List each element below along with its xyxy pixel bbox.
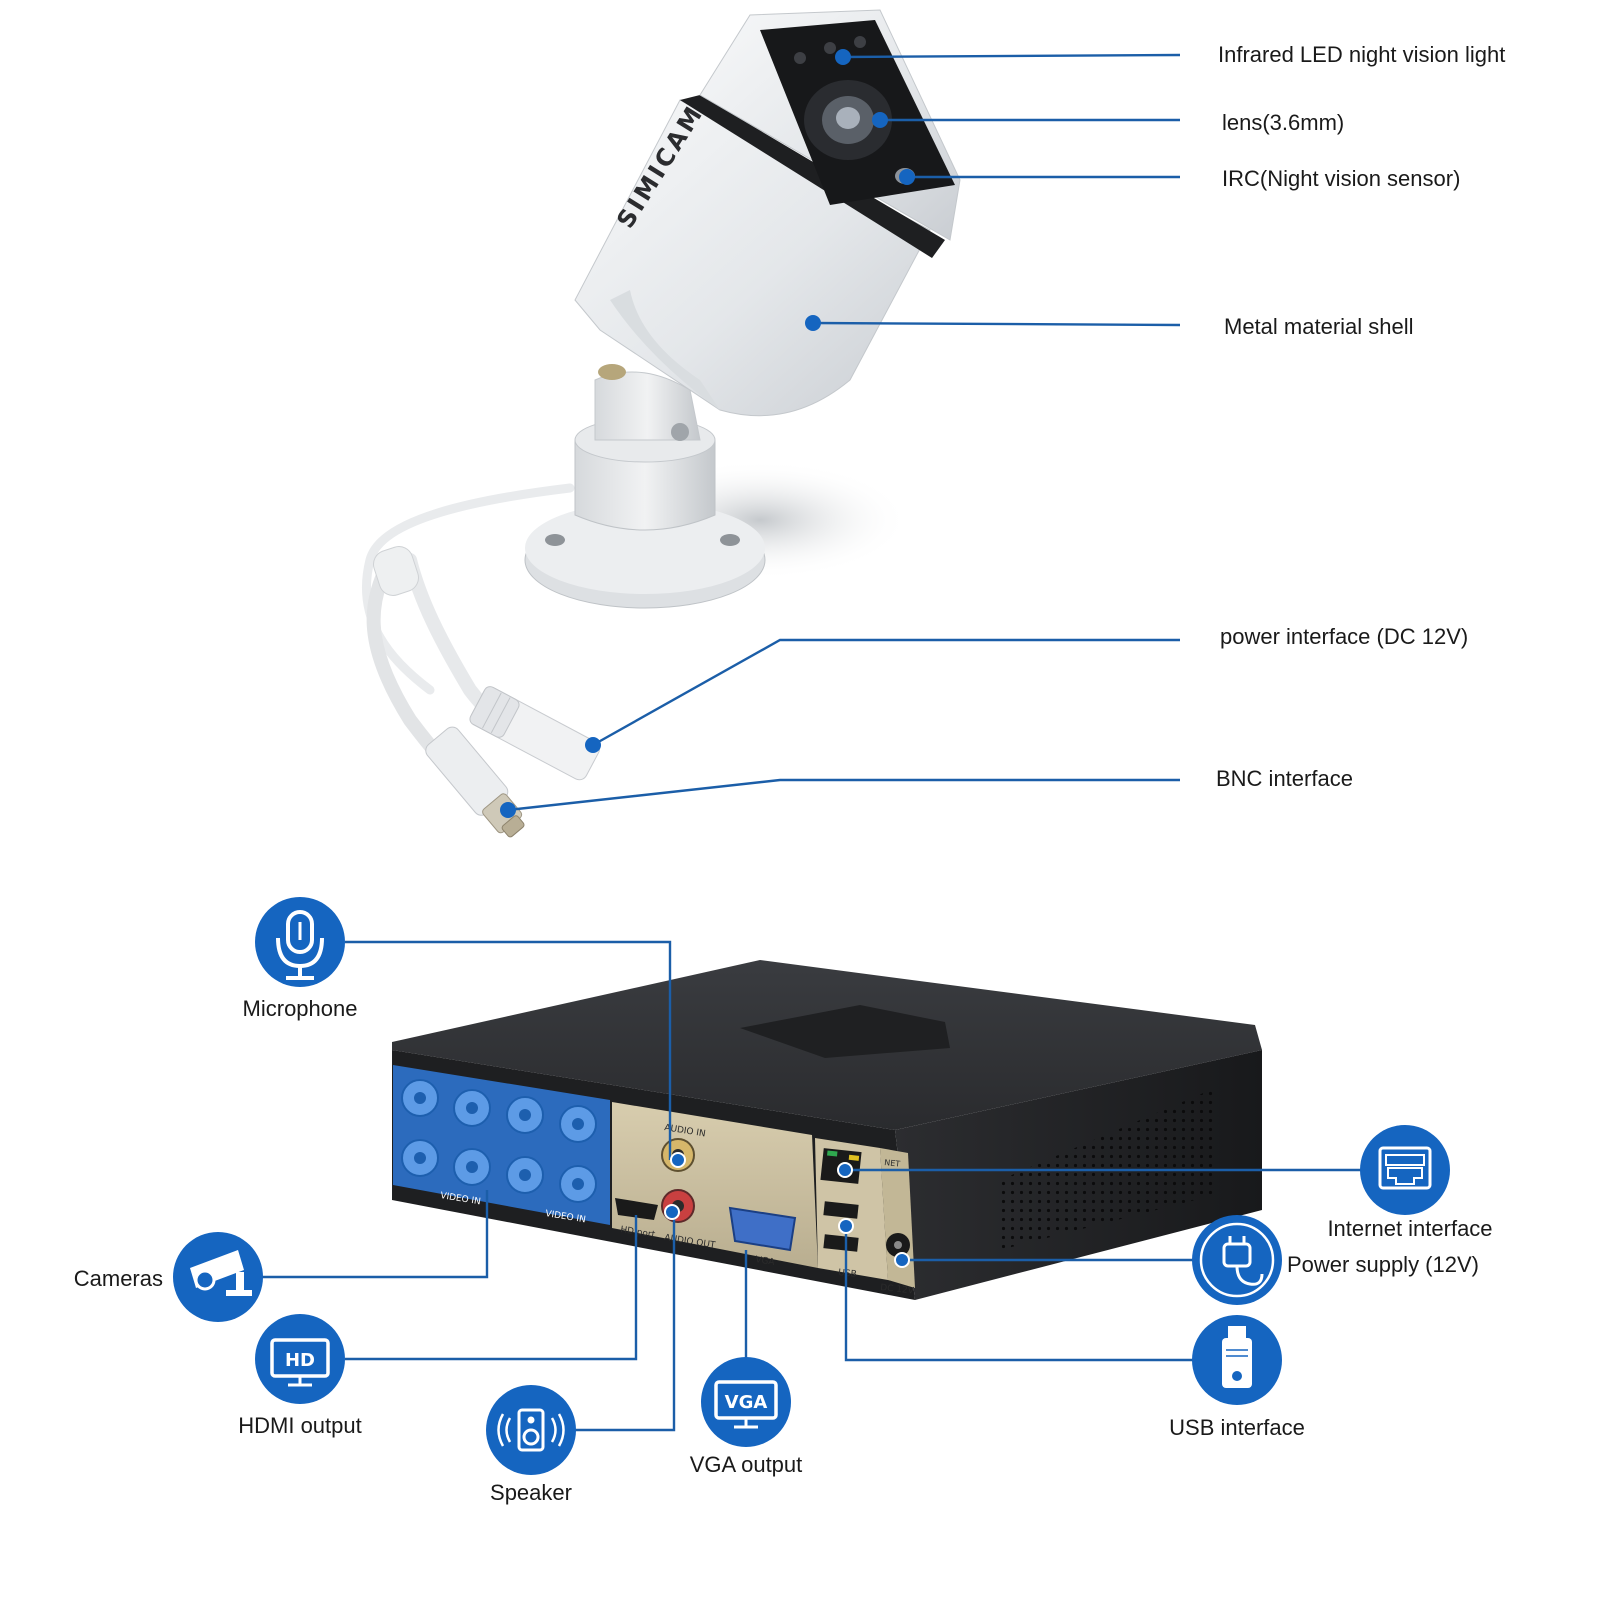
label-cameras: Cameras [73,1266,163,1291]
usb-port-1 [823,1201,859,1219]
speaker-icon [486,1385,576,1475]
label-bnc-interface: BNC interface [1216,766,1353,791]
panel-label-usb: USB [838,1268,857,1280]
camera-ring [680,95,945,258]
hdmi-port [615,1198,658,1220]
panel-label-vga: VGA [755,1255,776,1268]
bullet-camera: SIMICAM [361,9,961,838]
camera-icon [173,1232,263,1322]
leader-shell [812,321,1181,327]
dvr-callout-lines [262,940,1362,1432]
dc-power-connector [469,686,601,781]
camera-cable [361,483,575,695]
dot-power [585,737,601,753]
camera-callout-dots [500,49,915,818]
ethernet-icon [1360,1125,1450,1215]
leader-hdmi [345,1215,638,1361]
camera-body [574,99,931,417]
dvr-callout-dots [664,1152,910,1268]
leader-bnc [507,778,1180,812]
leader-usb [844,1226,1193,1362]
usb-drive-icon [1192,1315,1282,1405]
label-lens: lens(3.6mm) [1222,110,1345,135]
label-power-interface: power interface (DC 12V) [1220,624,1469,649]
leader-microphone [345,940,672,1160]
label-microphone: Microphone [242,996,358,1021]
label-usb-interface: USB interface [1169,1415,1305,1440]
video-in-panel [393,1065,610,1225]
label-power-supply: Power supply (12V) [1287,1252,1479,1277]
camera-callout-lines [507,53,1181,812]
microphone-icon [255,897,345,987]
leader-power [592,638,1180,747]
cable-junction [373,546,419,596]
power-plug-icon [1192,1215,1282,1305]
label-internet-interface: Internet interface [1327,1216,1493,1241]
label-irc: IRC(Night vision sensor) [1222,166,1461,191]
leader-speaker [575,1212,676,1432]
leader-cameras [262,1190,489,1279]
dot-bnc [500,802,516,818]
hd-badge: HD [285,1350,315,1371]
label-hdmi-output: HDMI output [238,1413,362,1438]
label-shell: Metal material shell [1224,314,1414,339]
leader-ir-led [842,53,1181,59]
panel-label-net: NET [884,1158,901,1169]
panel-label-dc: DC 12V [880,1283,915,1297]
mount-column [574,439,716,531]
dot-shell [805,315,821,331]
vga-port [728,1206,797,1252]
vga-badge: VGA [725,1392,768,1413]
hd-monitor-icon: HD [255,1314,345,1404]
usb-port-2 [823,1234,859,1252]
label-speaker: Speaker [490,1480,572,1505]
dvr-recorder: VIDEO IN VIDEO IN AUDIO IN AUDIO OUT HD … [392,960,1262,1300]
dot-irc [899,169,915,185]
dot-ir-led [835,49,851,65]
vga-monitor-icon: VGA [701,1357,791,1447]
dot-lens [872,112,888,128]
label-ir-led: Infrared LED night vision light [1218,42,1506,67]
label-vga-output: VGA output [689,1452,803,1477]
